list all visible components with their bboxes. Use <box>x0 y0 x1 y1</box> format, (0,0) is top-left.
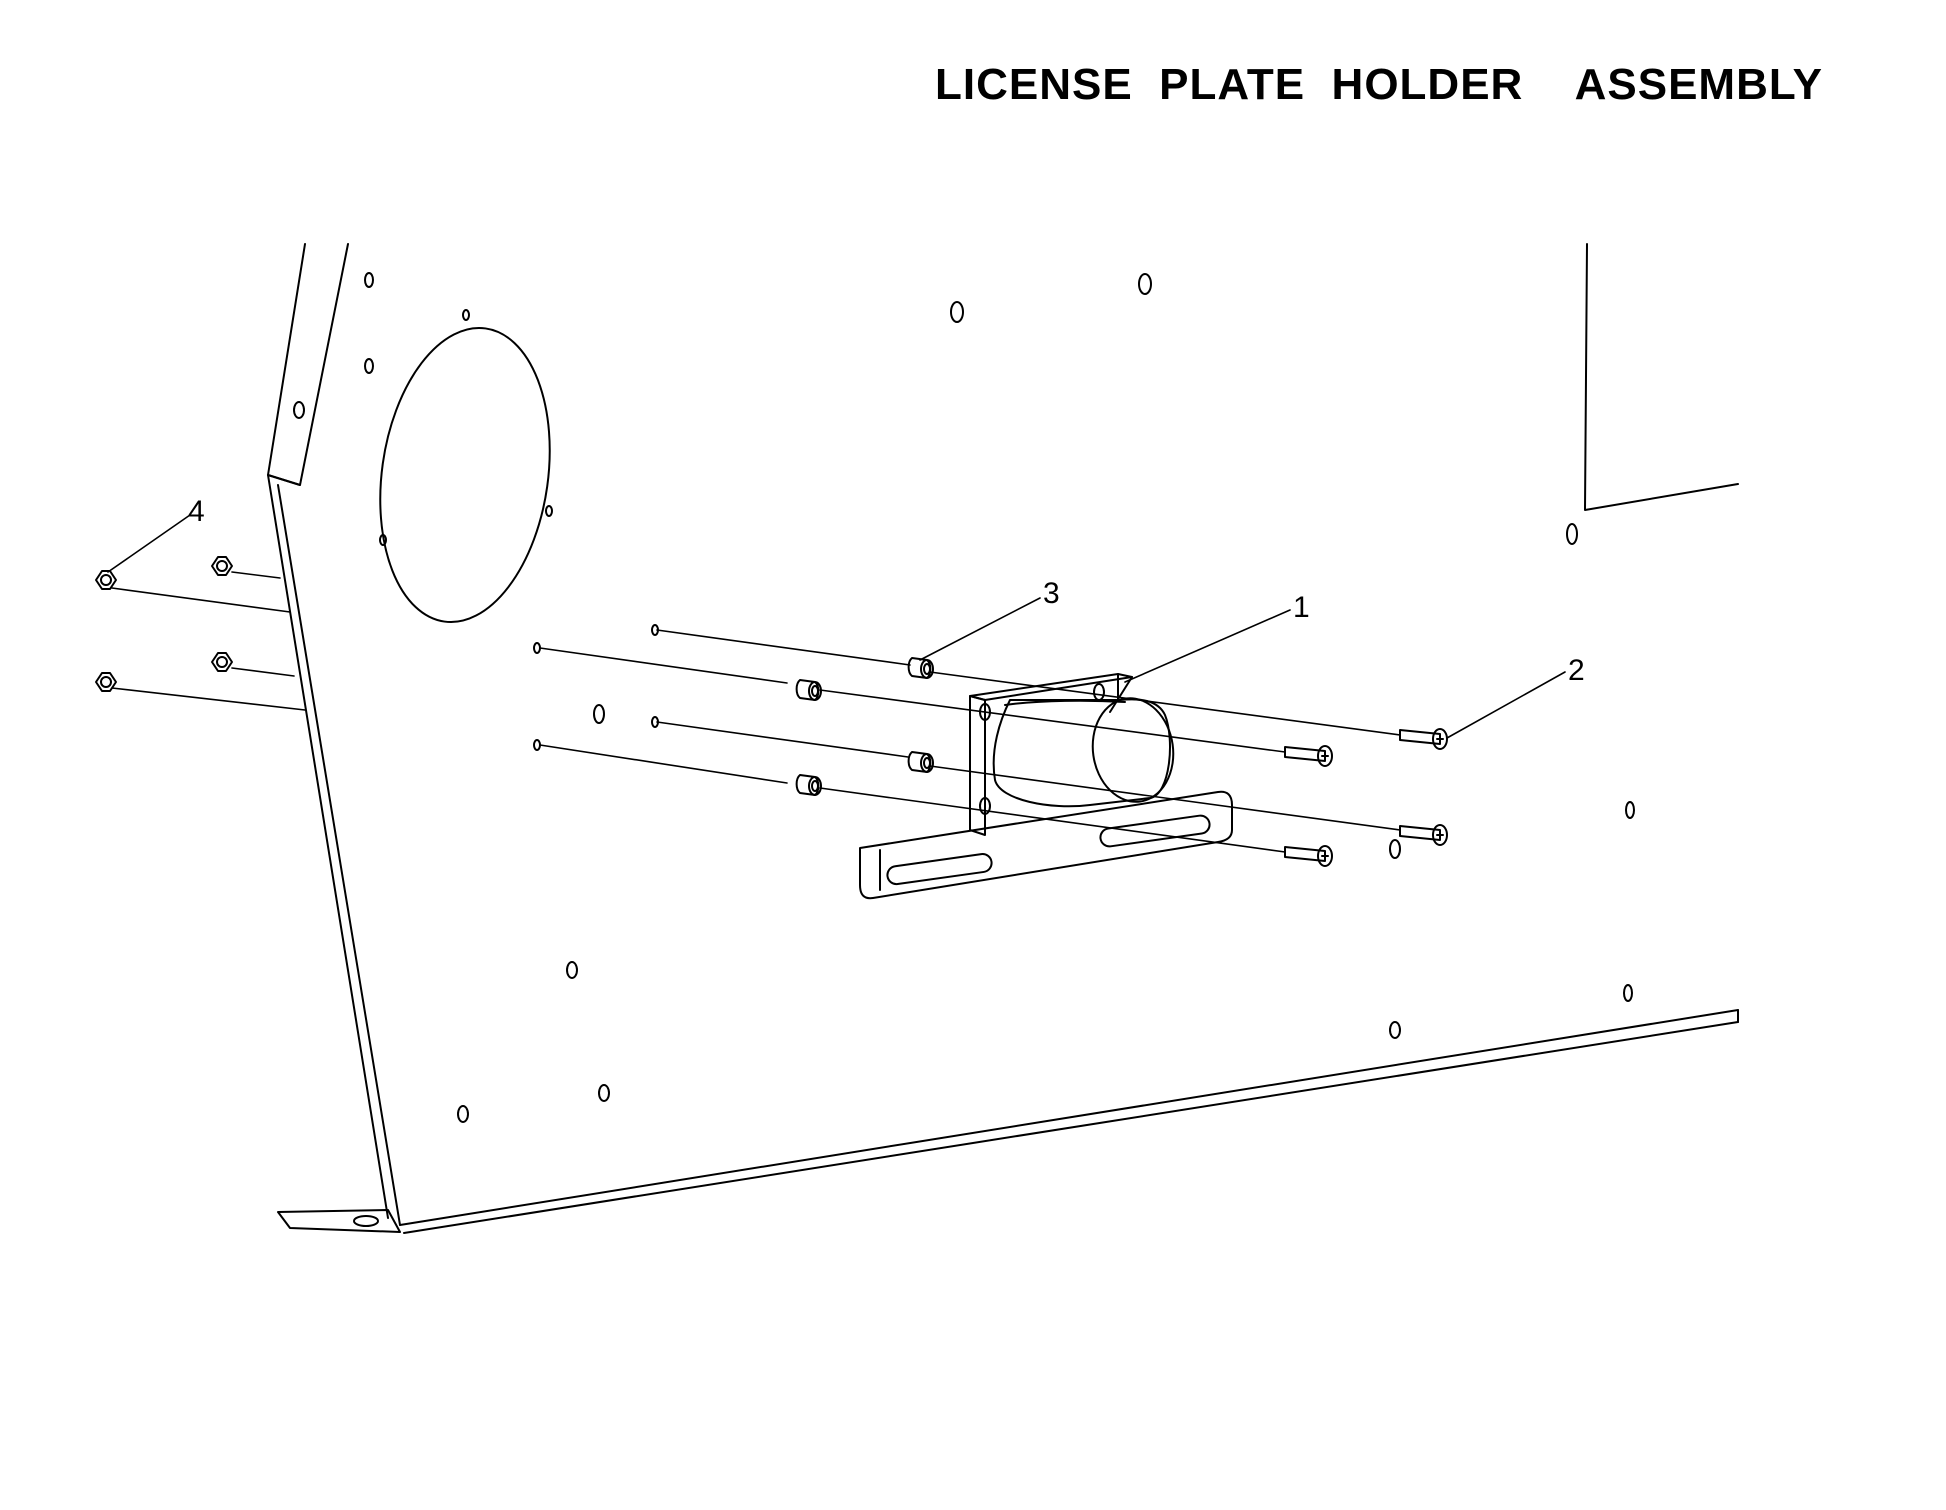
panel-bottom-edge-lower <box>403 1021 1739 1234</box>
screw <box>1399 728 1448 750</box>
hex-nut <box>95 672 117 692</box>
spacer <box>795 774 822 796</box>
mounting-panel <box>267 243 1739 1234</box>
screw <box>1284 845 1333 867</box>
hex-nuts <box>95 556 233 692</box>
leader-line-item-4 <box>107 514 191 573</box>
panel-left-flange-top <box>267 243 349 486</box>
leader-lines <box>107 514 1566 739</box>
leader-line-item-3 <box>919 597 1041 661</box>
panel-foot-flange <box>277 1209 401 1233</box>
spacer <box>907 657 934 679</box>
screws <box>1284 728 1448 867</box>
round-light-cutout <box>379 326 551 624</box>
washers <box>533 624 659 751</box>
cutout-bolt-hole <box>545 505 553 517</box>
license-plate-bracket <box>859 673 1233 900</box>
spacer <box>907 751 934 773</box>
screw <box>1284 745 1333 767</box>
panel-flange-edge <box>267 474 301 486</box>
hex-nut <box>211 556 233 576</box>
leader-line-item-2 <box>1446 671 1566 739</box>
callout-item-1: 1 <box>1293 591 1310 624</box>
callout-item-2: 2 <box>1568 654 1585 687</box>
leader-line-item-1 <box>1124 609 1291 683</box>
assembly-centerlines <box>111 571 1401 853</box>
callout-item-3: 3 <box>1043 577 1060 610</box>
panel-left-edge-inner <box>277 484 401 1226</box>
foot-mount-hole <box>353 1215 379 1227</box>
panel-bottom-edge-top <box>399 1009 1739 1226</box>
panel-holes <box>293 272 1635 1123</box>
spacers <box>795 657 934 796</box>
panel-left-edge-outer <box>267 474 389 1219</box>
hex-nut <box>211 652 233 672</box>
callout-item-4: 4 <box>188 495 205 528</box>
cutout-bolt-hole <box>379 534 387 546</box>
cutout-bolt-hole <box>462 309 470 321</box>
hex-nut <box>95 570 117 590</box>
drawing-title: LICENSE PLATE HOLDER ASSEMBLY <box>935 60 1824 109</box>
panel-right-cutout <box>1584 243 1739 511</box>
screw <box>1399 824 1448 846</box>
spacer <box>795 679 822 701</box>
